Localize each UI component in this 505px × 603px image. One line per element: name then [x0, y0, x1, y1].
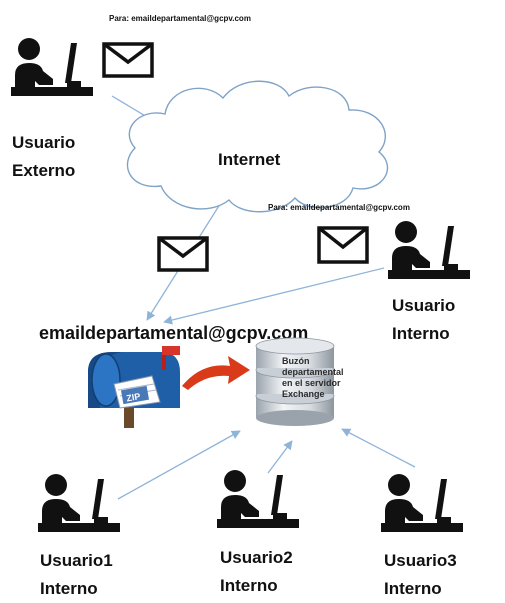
arrow-user2-to-server: [267, 440, 293, 474]
envelope-icon-incoming: [157, 236, 209, 272]
external-user-icon: [11, 38, 93, 96]
user1-icon: [38, 474, 120, 532]
internal-user-icon: [388, 221, 470, 279]
internet-cloud-icon: [126, 80, 389, 213]
external-user-label-line2: Externo: [12, 161, 76, 180]
internal-user-label-line2: Interno: [392, 324, 450, 343]
user2-icon: [217, 470, 299, 528]
user2-label-line2: Interno: [220, 576, 278, 595]
envelope-icon-internal: [317, 226, 369, 264]
external-user-label-line1: Usuario: [12, 133, 76, 152]
user3-icon: [381, 474, 463, 532]
internal-user-label-line1: Usuario: [392, 296, 456, 315]
mailbox-address: emaildepartamental@gcpv.com: [39, 323, 309, 343]
internet-label: Internet: [218, 150, 281, 169]
red-curved-arrow-icon: [182, 356, 250, 390]
exchange-database-icon: [255, 337, 335, 426]
mailbox-icon: ZIP: [88, 346, 180, 428]
internal-to-label: Para: emaildepartamental@gcpv.com: [268, 203, 410, 212]
arrow-user1-to-server: [117, 430, 241, 500]
zip-label: ZIP: [126, 391, 142, 403]
arrow-internal-to-mailbox: [163, 267, 385, 325]
server-label-line2: departamental: [282, 367, 344, 377]
user2-label-line1: Usuario2: [220, 548, 293, 567]
user3-label-line1: Usuario3: [384, 551, 457, 570]
server-label-line1: Buzón: [282, 356, 310, 366]
server-label-line4: Exchange: [282, 389, 325, 399]
envelope-icon-external: [102, 42, 154, 78]
user1-label-line1: Usuario1: [40, 551, 113, 570]
server-label-line3: en el servidor: [282, 378, 341, 388]
user3-label-line2: Interno: [384, 579, 442, 598]
arrow-user3-to-server: [341, 428, 416, 468]
user1-label-line2: Interno: [40, 579, 98, 598]
external-to-label: Para: emaildepartamental@gcpv.com: [109, 14, 251, 23]
